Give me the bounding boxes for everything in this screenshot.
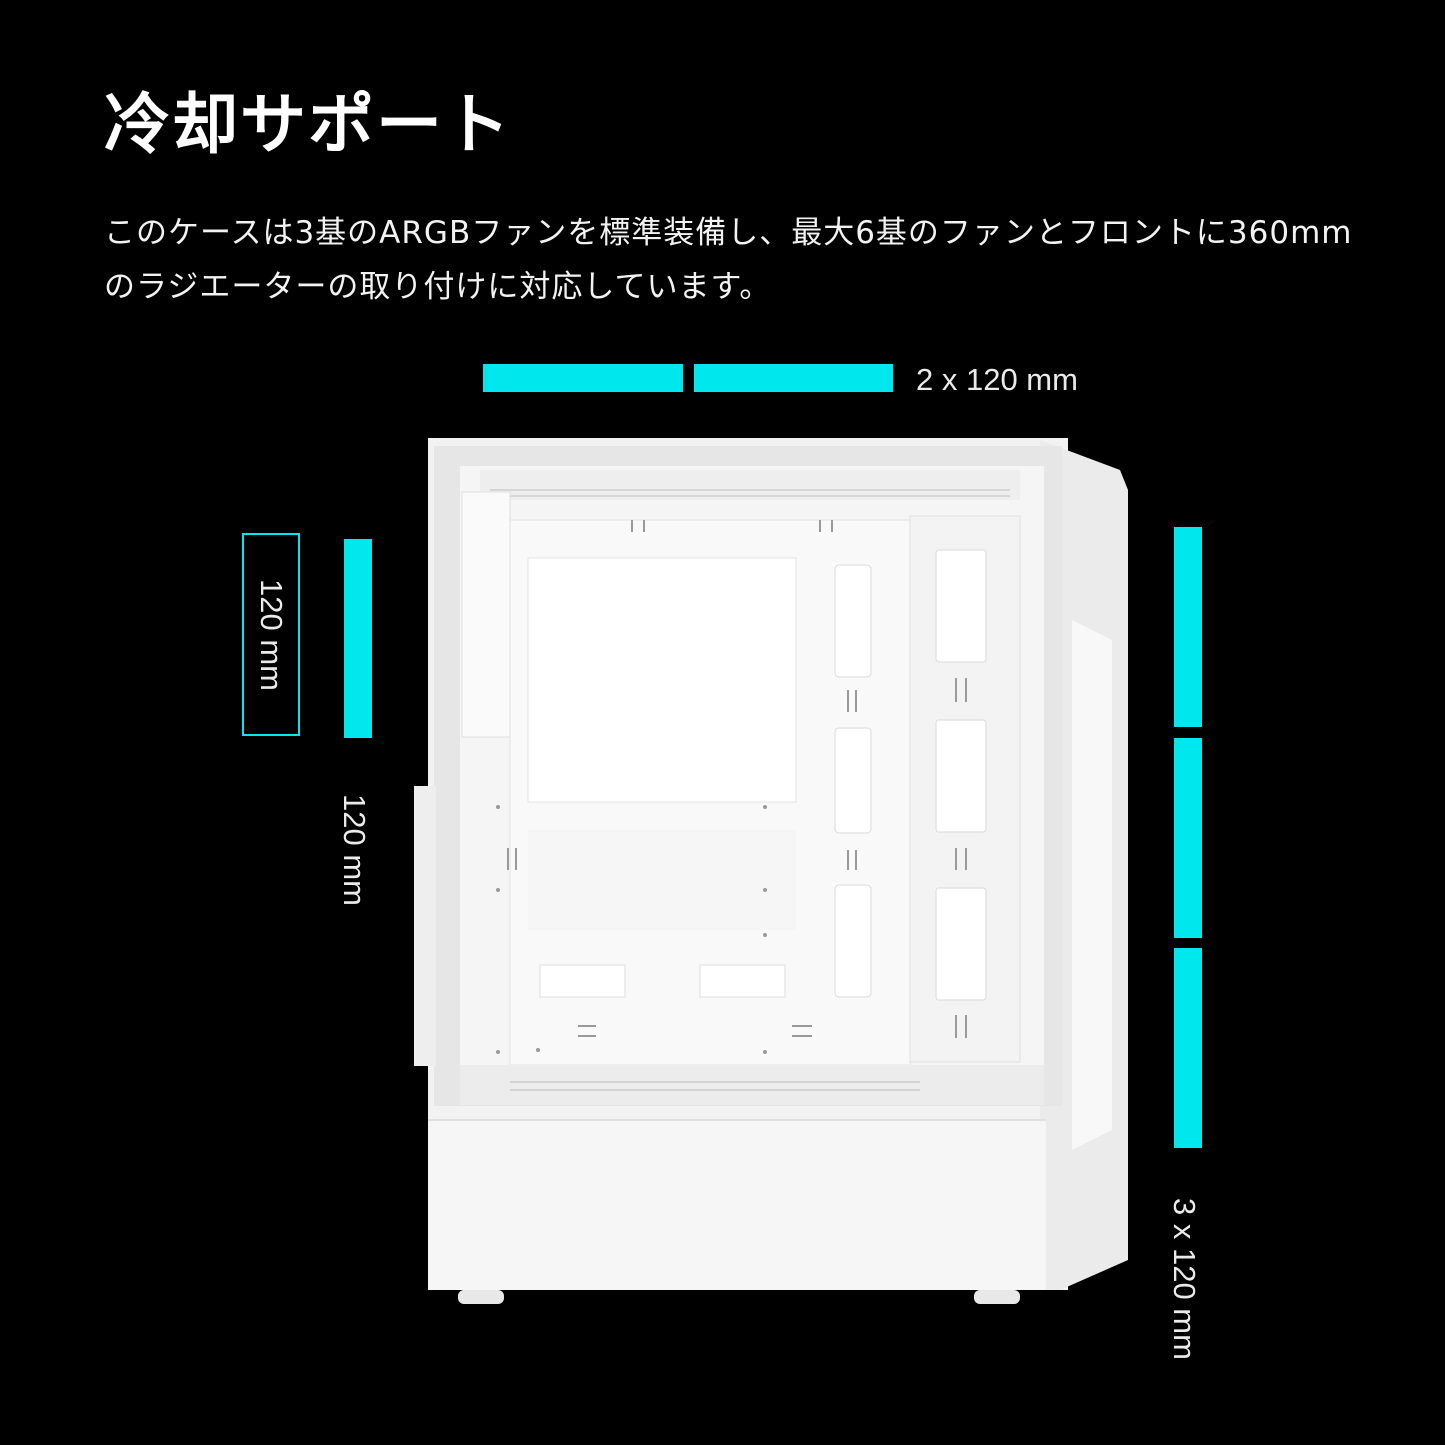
rear-fan-box-label: 120 mm bbox=[254, 578, 289, 691]
rear-fan-box: 120 mm bbox=[242, 533, 300, 736]
top-fan-bar-2 bbox=[694, 364, 893, 392]
front-fan-label: 3 x 120 mm bbox=[1167, 1198, 1202, 1360]
page-title: 冷却サポート bbox=[104, 86, 512, 163]
front-fan-bar-1 bbox=[1174, 527, 1202, 727]
front-fan-bar-3 bbox=[1174, 948, 1202, 1148]
description-text: このケースは3基のARGBファンを標準装備し、最大6基のファンとフロントに360… bbox=[104, 215, 1353, 305]
rear-fan-label: 120 mm bbox=[337, 794, 372, 906]
rear-fan-bar bbox=[344, 539, 372, 738]
front-fan-bar-2 bbox=[1174, 738, 1202, 938]
top-fan-bar-1 bbox=[483, 364, 683, 392]
pc-case-illustration bbox=[400, 430, 1160, 1310]
top-fan-label: 2 x 120 mm bbox=[916, 362, 1078, 397]
